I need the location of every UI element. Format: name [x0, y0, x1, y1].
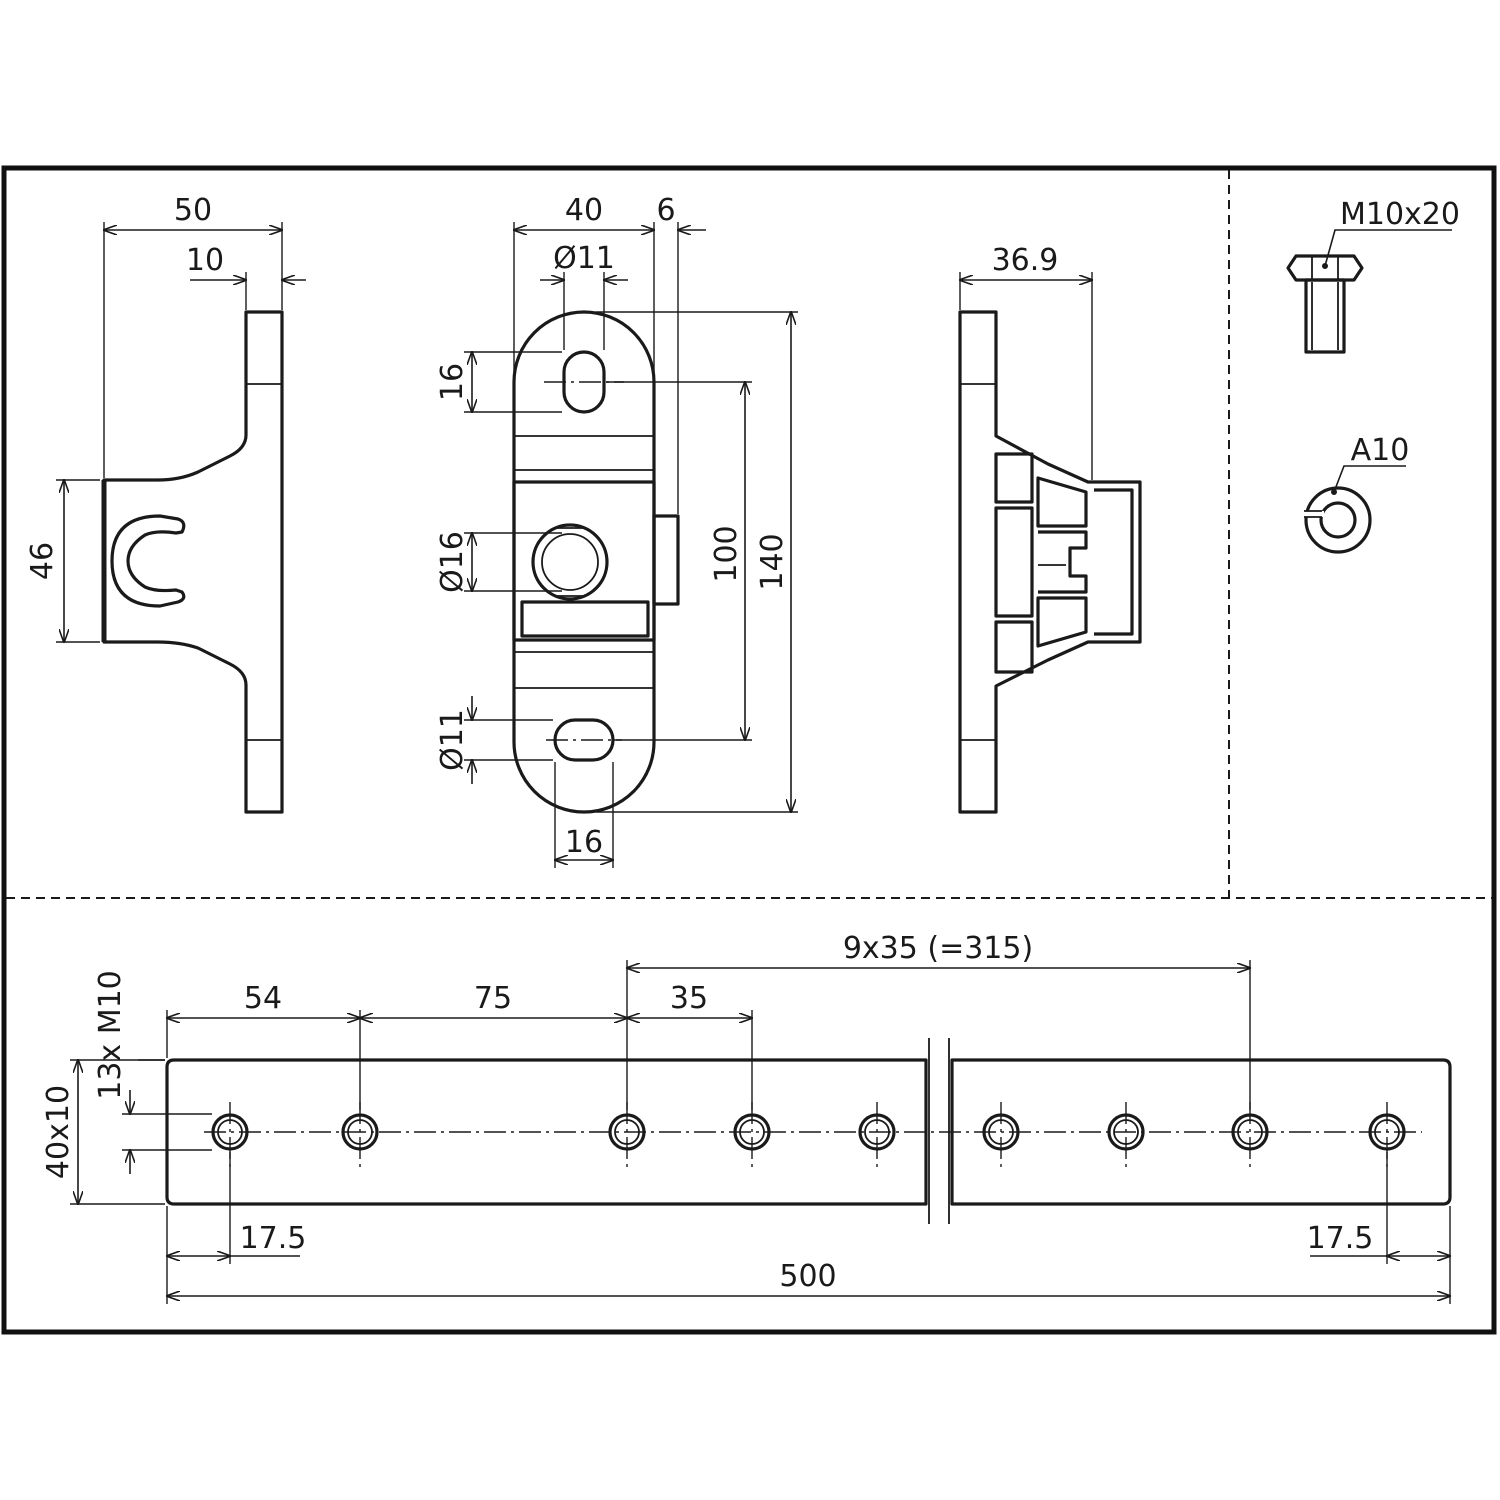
busbar-hole-group: [211, 1102, 1406, 1170]
busbar-hole: [1107, 1102, 1145, 1170]
bolt-shank: [1304, 278, 1346, 354]
profile-rib-top: [1036, 476, 1088, 528]
bolt-label: M10x20: [1340, 197, 1460, 232]
dim-busbar-pattern: 9x35 (=315): [843, 931, 1033, 966]
busbar-hole: [858, 1102, 896, 1170]
busbar-hole: [608, 1102, 646, 1170]
dim-busbar-edge-left: 17.5: [240, 1221, 307, 1256]
dim-busbar-total: 500: [779, 1259, 836, 1294]
bolt-m10x20: M10x20: [1286, 197, 1460, 354]
clamp-bar: [520, 600, 650, 638]
dim-side-height: 46: [25, 542, 60, 580]
dim-busbar-second: 75: [474, 981, 512, 1016]
busbar-view: 54 75 35 9x35 (=315) 13x M10 40x10 17.5 …: [41, 931, 1452, 1304]
dim-bottom-slot-width: Ø11: [435, 709, 470, 771]
side-view-outline: [102, 310, 284, 814]
dim-side-flange: 10: [186, 243, 224, 278]
busbar-hole: [982, 1102, 1020, 1170]
dim-busbar-first: 54: [244, 981, 282, 1016]
profile-cell-2: [994, 506, 1034, 618]
center-hole: [531, 523, 609, 601]
side-view-hook: [110, 514, 186, 608]
dim-center-hole: Ø16: [435, 531, 470, 593]
busbar-hole: [341, 1102, 379, 1170]
clamp-body: [512, 480, 656, 642]
dim-busbar-edge-right: 17.5: [1307, 1221, 1374, 1256]
profile-cell-3: [994, 620, 1034, 674]
drawing-frame: [1, 165, 1497, 1335]
profile-inner-channel: [1094, 488, 1134, 636]
washer-a10: A10: [1296, 433, 1410, 554]
profile-view-outline: [958, 310, 1142, 814]
dim-top-slot-length: 16: [435, 363, 470, 401]
side-view: 50 10 46: [25, 193, 306, 814]
dim-busbar-section: 40x10: [41, 1085, 76, 1179]
dim-top-slot-width: Ø11: [553, 241, 615, 276]
dim-profile-depth: 36.9: [992, 243, 1059, 278]
washer-outer: [1304, 486, 1372, 554]
dim-total-height: 140: [755, 533, 790, 590]
dim-front-offset: 6: [656, 193, 675, 228]
dim-bottom-slot-length: 16: [565, 825, 603, 860]
profile-slot-line: [1038, 530, 1088, 594]
dim-busbar-holes: 13x M10: [93, 970, 128, 1100]
dim-slot-pitch: 100: [709, 525, 744, 582]
busbar-hole: [733, 1102, 771, 1170]
busbar-right-segment: [950, 1058, 1452, 1206]
clamp-lug: [652, 514, 680, 606]
bolt-head: [1286, 254, 1364, 282]
front-view: 40 6 Ø11 16 Ø16 Ø11 16 100 140: [435, 193, 798, 868]
busbar-left-segment: [165, 1058, 928, 1206]
profile-cell-1: [994, 452, 1034, 504]
washer-label: A10: [1351, 433, 1410, 468]
dim-busbar-pitch: 35: [670, 981, 708, 1016]
dim-front-width: 40: [565, 193, 603, 228]
dim-side-width: 50: [174, 193, 212, 228]
busbar-hole: [1231, 1102, 1269, 1170]
front-view-outline: [512, 310, 656, 814]
profile-rib-bottom: [1036, 596, 1088, 648]
washer-inner: [1319, 501, 1357, 539]
profile-view: 36.9: [958, 243, 1142, 814]
